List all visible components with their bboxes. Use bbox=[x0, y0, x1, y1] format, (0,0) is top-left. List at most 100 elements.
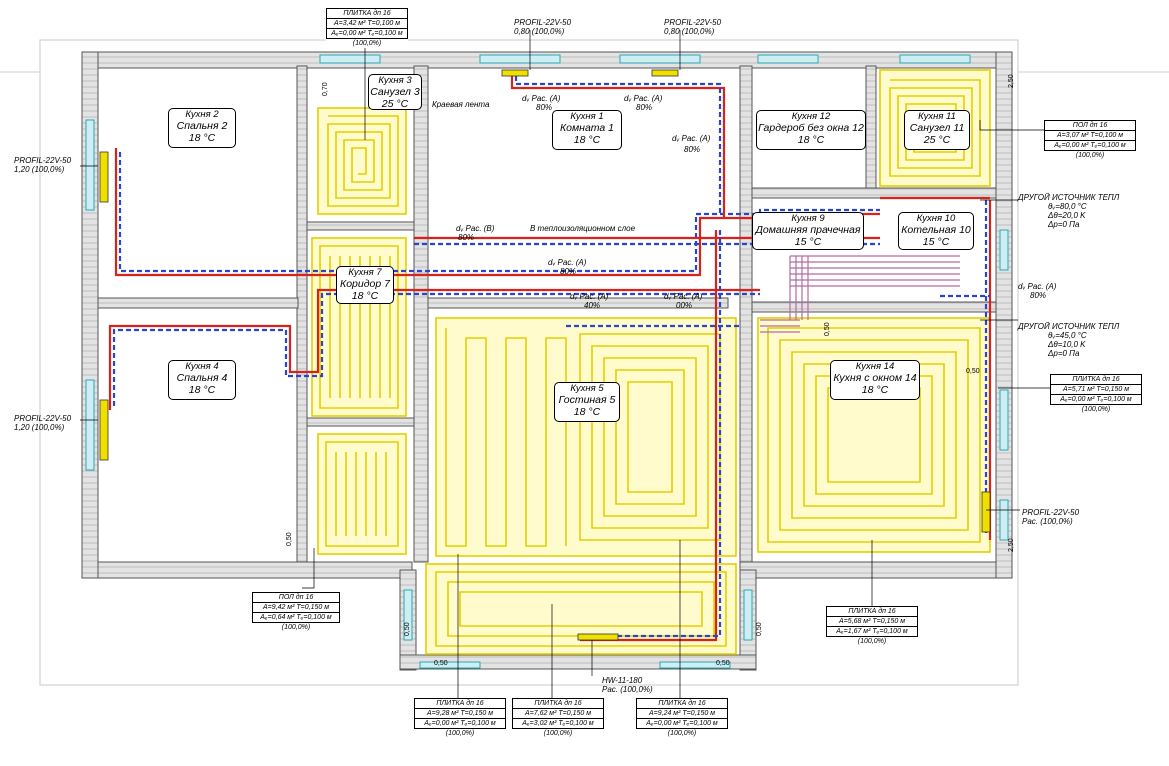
pipe-percent: 80% bbox=[684, 145, 701, 154]
table-row: (100,0%) bbox=[857, 638, 887, 645]
heat-source-2: ДРУГОЙ ИСТОЧНИК ТЕПЛ θᵥ=45,0 °C Δθ=10,0 … bbox=[1018, 322, 1119, 358]
room-number: Кухня 1 bbox=[570, 111, 604, 122]
room-temp: 18 °C bbox=[188, 384, 216, 396]
room-name: Спальня 2 bbox=[176, 120, 228, 132]
heat-source-pressure: Δp=0 Па bbox=[1048, 220, 1080, 229]
room-label-komnata-1: Кухня 1 Комната 1 18 °C bbox=[552, 110, 622, 150]
heat-source-delta: Δθ=20,0 K bbox=[1048, 211, 1086, 220]
radiator-value: 1,20 (100,0%) bbox=[14, 423, 65, 432]
table-row: A=9,24 м² T=0,150 м bbox=[636, 709, 728, 719]
heat-source-title: ДРУГОЙ ИСТОЧНИК ТЕПЛ bbox=[1018, 193, 1120, 202]
radiator-model: PROFIL-22V-50 bbox=[664, 18, 722, 27]
interior-walls bbox=[97, 65, 997, 563]
floor-table-r14: ПЛИТКА дп 16 A=5,71 м² T=0,150 м Aₑ=0,00… bbox=[1050, 374, 1142, 414]
insulation-layer-label: В теплоизоляционном слое bbox=[530, 224, 636, 233]
room-temp: 18 °C bbox=[188, 132, 216, 144]
room-label-koridor-7: Кухня 7 Коридор 7 18 °C bbox=[336, 266, 394, 304]
room-number: Кухня 12 bbox=[791, 111, 831, 122]
room-temp: 25 °C bbox=[923, 134, 951, 146]
room-number: Кухня 7 bbox=[348, 267, 382, 278]
floor-table-r7: ПОЛ дп 16 A=9,42 м² T=0,150 м Aₑ=0,64 м²… bbox=[252, 592, 340, 632]
room-temp: 18 °C bbox=[573, 406, 601, 418]
table-row: ПЛИТКА дп 16 bbox=[326, 8, 408, 19]
heat-source-delta: Δθ=10,0 K bbox=[1048, 340, 1086, 349]
floor-table-top: ПЛИТКА дп 16 A=3,42 м² T=0,100 м Aₑ=0,00… bbox=[326, 8, 408, 48]
room-name: Коридор 7 bbox=[340, 278, 390, 290]
room-label-prachechnaya-9: Кухня 9 Домашняя прачечная 15 °C bbox=[752, 212, 864, 250]
heat-source-pressure: Δp=0 Па bbox=[1048, 349, 1080, 358]
room-number: Кухня 9 bbox=[791, 213, 825, 224]
table-row: ПЛИТКА дп 16 bbox=[1050, 374, 1142, 385]
room-number: Кухня 10 bbox=[916, 213, 956, 224]
room-label-spalnya-4: Кухня 4 Спальня 4 18 °C bbox=[168, 360, 236, 400]
heat-source-temp: θᵥ=80,0 °C bbox=[1048, 202, 1087, 211]
pipe-percent: 80% bbox=[560, 267, 577, 276]
dimension-label: 0,50 bbox=[716, 660, 730, 667]
windows bbox=[85, 54, 1009, 669]
table-row: (100,0%) bbox=[667, 730, 697, 737]
room-name: Гостиная 5 bbox=[558, 394, 616, 406]
table-row: Aₑ=0,00 м² Tₑ=0,100 м bbox=[326, 29, 408, 39]
pipe-percent: 80% bbox=[536, 103, 553, 112]
table-row: (100,0%) bbox=[1075, 152, 1105, 159]
floor-table-b2: ПЛИТКА дп 16 A=7,62 м² T=0,150 м Aₑ=3,02… bbox=[512, 698, 604, 738]
floor-table-b1: ПЛИТКА дп 16 A=9,28 м² T=0,150 м Aₑ=0,00… bbox=[414, 698, 506, 738]
pipe-percent: 80% bbox=[458, 233, 475, 242]
pipe-percent: 80% bbox=[1030, 291, 1047, 300]
radiator-label-hw: HW-11-180 Рас. (100,0%) bbox=[602, 676, 653, 694]
pipe-label: dᵥ Рас. (A) bbox=[672, 134, 711, 143]
radiator-label-top-2: PROFIL-22V-50 0,80 (100,0%) bbox=[664, 18, 721, 36]
room-temp: 15 °C bbox=[794, 236, 822, 248]
floor-table-b3: ПЛИТКА дп 16 A=9,24 м² T=0,150 м Aₑ=0,00… bbox=[636, 698, 728, 738]
table-row: Aₑ=1,67 м² Tₑ=0,100 м bbox=[826, 627, 918, 637]
radiator-value: 0,80 (100,0%) bbox=[664, 27, 715, 36]
room-name: Кухня с окном 14 bbox=[833, 372, 917, 384]
radiator-value: 1,20 (100,0%) bbox=[14, 165, 65, 174]
dimension-label: 0,50 bbox=[824, 322, 831, 336]
table-row: A=7,62 м² T=0,150 м bbox=[512, 709, 604, 719]
room-name: Домашняя прачечная bbox=[755, 224, 861, 236]
radiator-value: Рас. (100,0%) bbox=[1022, 517, 1073, 526]
room-label-sanuzel-3: Кухня 3 Санузел 3 25 °C bbox=[368, 74, 422, 110]
room-name: Санузел 3 bbox=[370, 86, 420, 98]
dimension-label: 0,50 bbox=[286, 532, 293, 546]
radiator-model: HW-11-180 bbox=[602, 676, 643, 685]
heat-source-title: ДРУГОЙ ИСТОЧНИК ТЕПЛ bbox=[1018, 322, 1120, 331]
table-row: A=5,71 м² T=0,150 м bbox=[1050, 385, 1142, 395]
table-row: (100,0%) bbox=[352, 40, 382, 47]
room-number: Кухня 3 bbox=[378, 75, 412, 86]
room-number: Кухня 11 bbox=[918, 111, 956, 122]
room-temp: 18 °C bbox=[797, 134, 825, 146]
radiator-value: Рас. (100,0%) bbox=[602, 685, 653, 694]
table-row: ПОЛ дп 16 bbox=[1044, 120, 1136, 131]
leader-lines bbox=[80, 30, 1050, 698]
room-number: Кухня 4 bbox=[185, 361, 219, 372]
table-row: (100,0%) bbox=[445, 730, 475, 737]
room-label-garderob-12: Кухня 12 Гардероб без окна 12 18 °C bbox=[756, 110, 866, 150]
sheet-frame bbox=[39, 39, 1019, 686]
room-temp: 18 °C bbox=[573, 134, 601, 146]
room-number: Кухня 5 bbox=[570, 383, 604, 394]
radiator-label-right: PROFIL-22V-50 Рас. (100,0%) bbox=[1022, 508, 1079, 526]
heat-source-1: ДРУГОЙ ИСТОЧНИК ТЕПЛ θᵥ=80,0 °C Δθ=20,0 … bbox=[1018, 193, 1119, 229]
pipe-percent: 40% bbox=[584, 301, 601, 310]
pipe-label: dᵥ Рас. (A) bbox=[548, 258, 587, 267]
dimension-label: 2,50 bbox=[1008, 538, 1015, 552]
pipe-label: dᵥ Рас. (A) bbox=[624, 94, 663, 103]
dimension-label: 0,70 bbox=[322, 82, 329, 96]
floor-table-r14b: ПЛИТКА дп 16 A=5,68 м² T=0,150 м Aₑ=1,67… bbox=[826, 606, 918, 646]
room-name: Санузел 11 bbox=[909, 122, 965, 134]
table-row: Aₑ=3,02 м² Tₑ=0,100 м bbox=[512, 719, 604, 729]
table-row: A=5,68 м² T=0,150 м bbox=[826, 617, 918, 627]
radiator-model: PROFIL-22V-50 bbox=[1022, 508, 1080, 517]
room-label-gostinaya-5: Кухня 5 Гостиная 5 18 °C bbox=[554, 382, 620, 422]
dimension-label: 2,50 bbox=[1008, 74, 1015, 88]
radiator-label-left-1: PROFIL-22V-50 1,20 (100,0%) bbox=[14, 156, 71, 174]
table-row: (100,0%) bbox=[543, 730, 573, 737]
table-row: A=9,42 м² T=0,150 м bbox=[252, 603, 340, 613]
table-row: Aₑ=0,00 м² Tₑ=0,100 м bbox=[414, 719, 506, 729]
table-row: A=3,07 м² T=0,100 м bbox=[1044, 131, 1136, 141]
dimension-label: 0,50 bbox=[434, 660, 448, 667]
table-row: ПОЛ дп 16 bbox=[252, 592, 340, 603]
